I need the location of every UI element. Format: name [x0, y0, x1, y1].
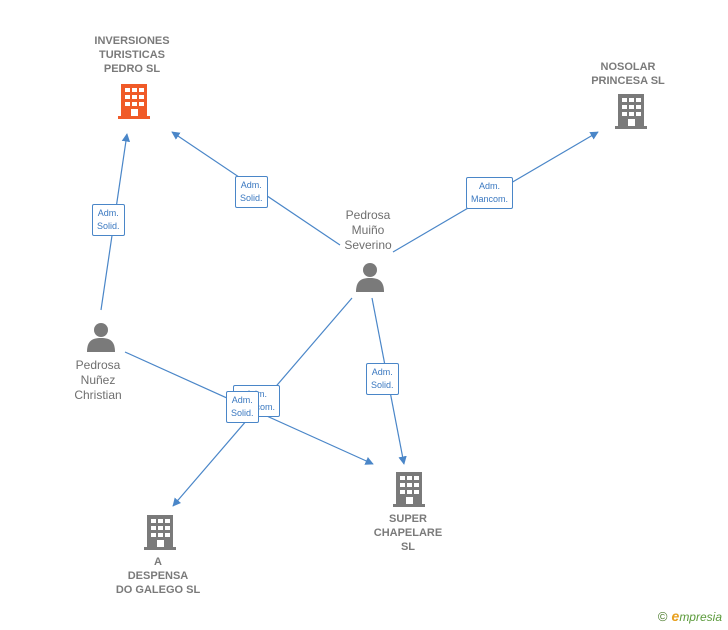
node-label-super[interactable]: SUPER CHAPELARE SL — [373, 513, 443, 553]
edge-label-severino-despensa: Adm. Solid. — [226, 391, 259, 423]
person-icon[interactable] — [356, 263, 384, 292]
brand-initial: e — [671, 608, 680, 624]
building-icon[interactable] — [393, 472, 425, 507]
building-icon[interactable] — [144, 515, 176, 550]
node-label-inversiones[interactable]: INVERSIONES TURISTICAS PEDRO SL — [94, 35, 170, 75]
copyright-icon: © — [657, 609, 668, 624]
node-label-despensa[interactable]: A DESPENSA DO GALEGO SL — [115, 556, 201, 596]
person-icon[interactable] — [87, 323, 115, 352]
node-label-christian[interactable]: Pedrosa Nuñez Christian — [74, 358, 122, 402]
brand-logo: ©empresia — [658, 608, 722, 624]
building-icon[interactable] — [118, 84, 150, 119]
edge-label-severino-nosolar: Adm. Mancom. — [466, 177, 514, 209]
building-icon[interactable] — [615, 94, 647, 129]
edge-label-christian-inversiones: Adm. Solid. — [92, 204, 125, 236]
edge-label-severino-super: Adm. Solid. — [366, 363, 399, 395]
node-label-nosolar[interactable]: NOSOLAR PRINCESA SL — [591, 61, 665, 87]
edge-label-severino-inversiones: Adm. Solid. — [235, 176, 268, 208]
node-label-severino[interactable]: Pedrosa Muiño Severino — [344, 208, 392, 252]
brand-name: mpresia — [679, 610, 722, 624]
